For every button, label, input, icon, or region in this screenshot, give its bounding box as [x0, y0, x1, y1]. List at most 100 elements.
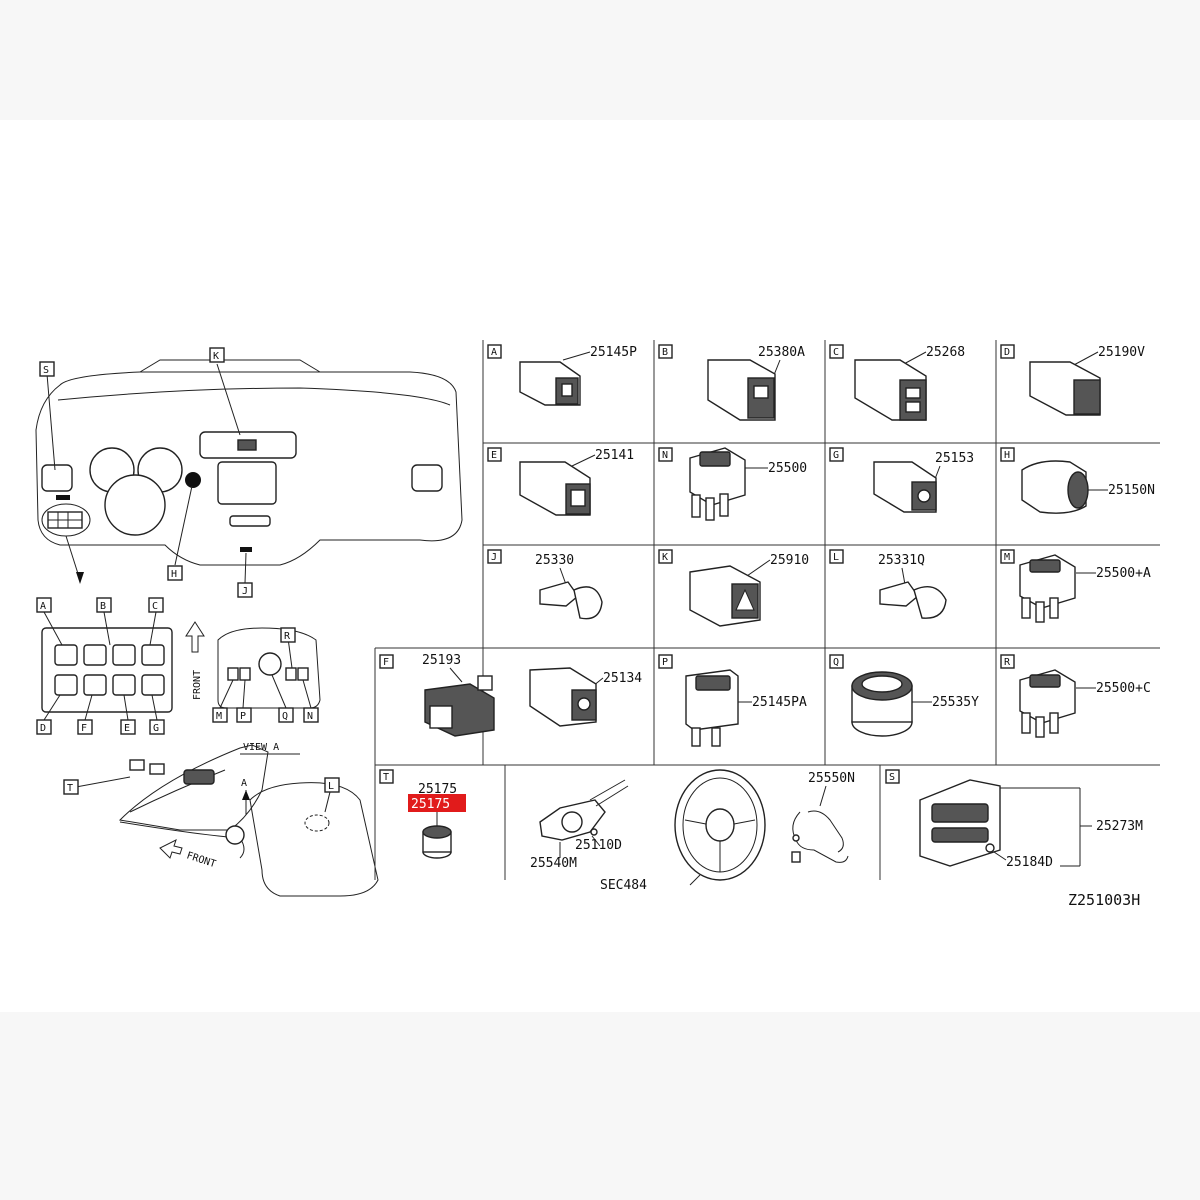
cell-g: G 25153: [829, 447, 974, 513]
parts-grid-lines: [374, 340, 1160, 880]
svg-text:M: M: [216, 711, 222, 722]
part-number: 25500+A: [1096, 566, 1151, 581]
harness-part: 25550N: [791, 771, 855, 863]
panel-label-d: D: [40, 723, 46, 734]
bottom-margin-band: [0, 1012, 1200, 1200]
svg-text:P: P: [662, 657, 668, 668]
view-a-detail: FRONT M P Q N R VIEW A: [185, 621, 321, 755]
part-number: 25330: [535, 553, 574, 568]
panel-label-c: C: [152, 601, 158, 612]
cell-d: D 25190V: [1000, 344, 1145, 416]
callout-s: S: [39, 361, 55, 377]
svg-text:S: S: [43, 365, 49, 376]
part-number: 25500+C: [1096, 681, 1151, 696]
part-number: 25268: [926, 345, 965, 360]
cell-c: C 25268: [829, 344, 965, 421]
part-number: 25331Q: [878, 553, 925, 568]
cell-t: T 25175 25175: [379, 769, 466, 859]
svg-text:Q: Q: [282, 711, 288, 722]
panel-label-g: G: [153, 723, 159, 734]
cell-b: B 25380A: [658, 344, 805, 421]
highlight-box: [408, 794, 466, 812]
part-number: 25500: [768, 461, 807, 476]
svg-text:N: N: [307, 711, 313, 722]
svg-text:A: A: [491, 347, 497, 358]
svg-text:G: G: [833, 450, 839, 461]
switch-panel-detail: A B C D F E G: [36, 597, 173, 735]
cell-e: E 25141: [487, 447, 634, 516]
svg-text:R: R: [284, 631, 291, 642]
part-number: 25380A: [758, 345, 805, 360]
view-a-label: VIEW A: [243, 742, 279, 753]
part-number: 25175: [418, 782, 457, 797]
svg-text:K: K: [662, 552, 668, 563]
callout-j: J: [237, 582, 253, 598]
svg-text:K: K: [213, 351, 219, 362]
cell-a: A 25145P: [487, 344, 637, 406]
svg-text:D: D: [1004, 347, 1010, 358]
cell-q: Q 25535Y: [829, 654, 979, 737]
steering-wheel: SEC484: [600, 769, 766, 893]
part-number: 25193: [422, 653, 461, 668]
svg-text:M: M: [1004, 552, 1010, 563]
top-margin-band: [0, 0, 1200, 120]
part-number: 25184D: [1006, 855, 1053, 870]
svg-text:L: L: [328, 781, 334, 792]
part-number: 25145PA: [752, 695, 807, 710]
part-number: 25535Y: [932, 695, 979, 710]
callout-k: K: [209, 347, 225, 363]
panel-label-a: A: [40, 601, 46, 612]
part-number: 25110D: [575, 838, 622, 853]
cell-f: F 25193 25134: [379, 653, 642, 737]
part-number: 25273M: [1096, 819, 1143, 834]
part-number: 25153: [935, 451, 974, 466]
svg-text:E: E: [491, 450, 497, 461]
panel-label-e: E: [124, 723, 130, 734]
diagram-code: Z251003H: [1068, 891, 1140, 909]
svg-text:H: H: [171, 569, 177, 580]
svg-text:A: A: [241, 778, 247, 789]
panel-label-f: F: [81, 723, 87, 734]
svg-text:T: T: [383, 772, 389, 783]
steering-column-parts: 25110D 25540M: [530, 779, 629, 871]
cell-h: H 25150N: [1000, 447, 1155, 514]
part-number: 25145P: [590, 345, 637, 360]
svg-text:N: N: [662, 450, 668, 461]
cell-r: R 25500+C: [1000, 654, 1151, 738]
section-reference: SEC484: [600, 878, 647, 893]
panel-label-b: B: [100, 601, 106, 612]
part-number: 25550N: [808, 771, 855, 786]
h-marker-dot: [185, 472, 201, 488]
svg-text:J: J: [242, 586, 248, 597]
svg-text:S: S: [889, 772, 895, 783]
svg-text:P: P: [240, 711, 246, 722]
cell-p: P 25145PA: [658, 654, 807, 747]
part-number: 25910: [770, 553, 809, 568]
svg-text:T: T: [67, 783, 73, 794]
lower-console-illustration: A T L FRONT: [63, 744, 379, 897]
svg-text:H: H: [1004, 450, 1010, 461]
front-label-diagonal: FRONT: [185, 850, 217, 870]
svg-text:F: F: [383, 657, 389, 668]
cell-m: M 25500+A: [1000, 549, 1151, 623]
callout-h: H: [167, 565, 183, 581]
cell-l: L 25331Q: [829, 549, 947, 619]
svg-text:C: C: [833, 347, 839, 358]
part-number: 25190V: [1098, 345, 1145, 360]
svg-text:J: J: [491, 552, 497, 563]
svg-text:R: R: [1004, 657, 1011, 668]
dashboard-illustration: [35, 359, 463, 584]
part-number: 25540M: [530, 856, 577, 871]
svg-text:Q: Q: [833, 657, 839, 668]
cell-n: N 25500: [658, 447, 807, 521]
svg-text:L: L: [833, 552, 839, 563]
part-number: 25141: [595, 448, 634, 463]
part-number: 25150N: [1108, 483, 1155, 498]
highlighted-part-number: 25175: [411, 797, 450, 812]
front-label-vertical: FRONT: [192, 670, 203, 700]
cell-k: K 25910: [658, 549, 809, 627]
cell-s: S 25273M 25184D: [885, 769, 1143, 870]
svg-text:B: B: [662, 347, 668, 358]
